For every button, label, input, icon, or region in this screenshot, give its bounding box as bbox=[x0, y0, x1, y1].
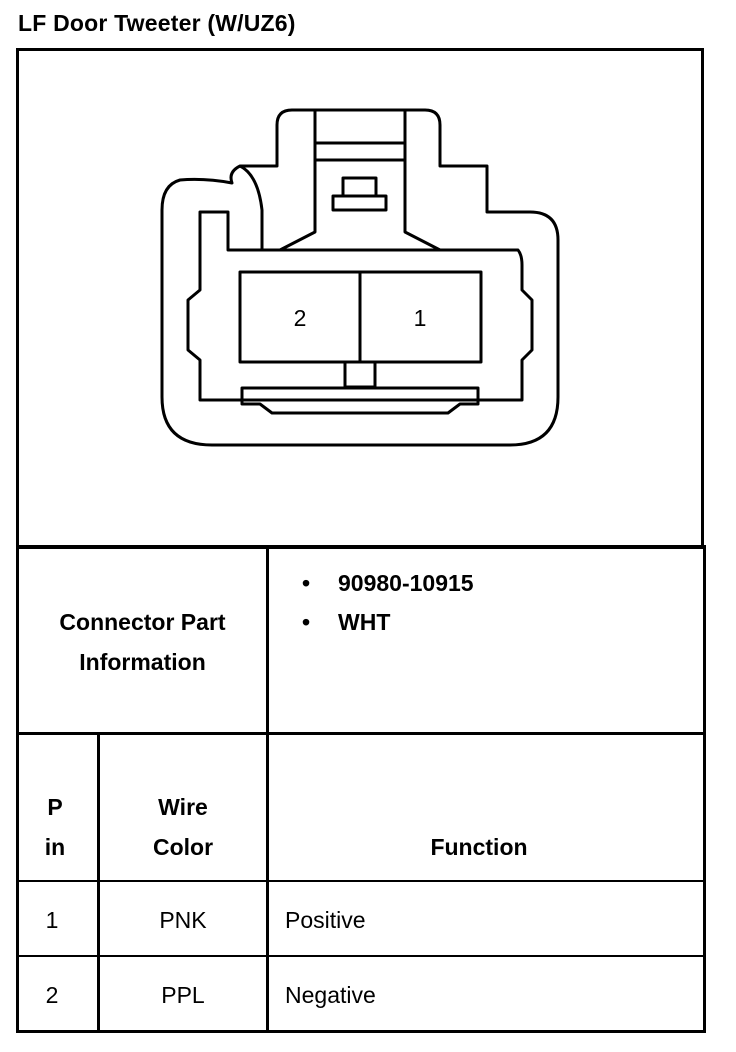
row1-function: Positive bbox=[285, 907, 366, 933]
connector-face-diagram: 2 1 bbox=[160, 108, 560, 447]
row1-pin: 1 bbox=[45, 907, 59, 933]
header-pin: P in bbox=[19, 787, 91, 867]
bullet-icon: • bbox=[302, 609, 311, 635]
connector-latch-left bbox=[239, 164, 264, 250]
header-wire-line1: Wire bbox=[158, 794, 208, 820]
latch-tab-base bbox=[331, 194, 388, 212]
header-pin-line1: P bbox=[47, 794, 63, 820]
pin-label-1: 1 bbox=[414, 305, 427, 331]
table-rule-bottom bbox=[16, 1030, 706, 1033]
header-wire-line2: Color bbox=[152, 834, 214, 860]
table-rule-pin bbox=[97, 732, 100, 1033]
row1-wire-color: PNK bbox=[159, 907, 207, 933]
connector-info-item: • 90980-10915 bbox=[286, 569, 474, 597]
table-rule-top bbox=[16, 545, 706, 549]
connector-cavity-outline bbox=[186, 210, 534, 402]
table-rule-info-bottom bbox=[16, 732, 706, 735]
connector-info-table: Connector Part Information •90980-10915 … bbox=[16, 545, 706, 1034]
bottom-rail bbox=[240, 386, 480, 415]
connector-info-label: Connector Part Information bbox=[19, 602, 266, 682]
part-number: 90980-10915 bbox=[338, 570, 474, 596]
row2-pin: 2 bbox=[45, 982, 59, 1008]
connector-diagram-panel: 2 1 bbox=[16, 48, 704, 545]
connector-latch-left-post bbox=[279, 110, 317, 252]
connector-info-label-line1: Connector Part bbox=[59, 609, 226, 635]
connector-housing-outline bbox=[160, 108, 560, 447]
table-rule-left bbox=[16, 545, 19, 1033]
header-function: Function bbox=[430, 834, 528, 860]
bullet-icon: • bbox=[302, 570, 311, 596]
row2-wire-color: PPL bbox=[161, 982, 205, 1008]
table-rule-mid bbox=[266, 545, 269, 1033]
row2-function: Negative bbox=[285, 982, 376, 1008]
table-rule-row1-bottom bbox=[16, 955, 706, 957]
table-rule-right bbox=[703, 545, 706, 1033]
latch-tab bbox=[341, 176, 378, 198]
table-rule-header-bottom bbox=[16, 880, 706, 882]
pin-label-2: 2 bbox=[294, 305, 307, 331]
connector-info-label-line2: Information bbox=[79, 649, 206, 675]
pin-window-1 bbox=[358, 270, 483, 364]
connector-color: WHT bbox=[338, 609, 391, 635]
bottom-key bbox=[343, 360, 377, 389]
header-pin-line2: in bbox=[44, 834, 66, 860]
connector-info-item: • WHT bbox=[286, 608, 390, 636]
connector-latch-right-post bbox=[403, 110, 441, 252]
header-wire-color: Wire Color bbox=[100, 787, 266, 867]
page-title: LF Door Tweeter (W/UZ6) bbox=[18, 10, 296, 36]
